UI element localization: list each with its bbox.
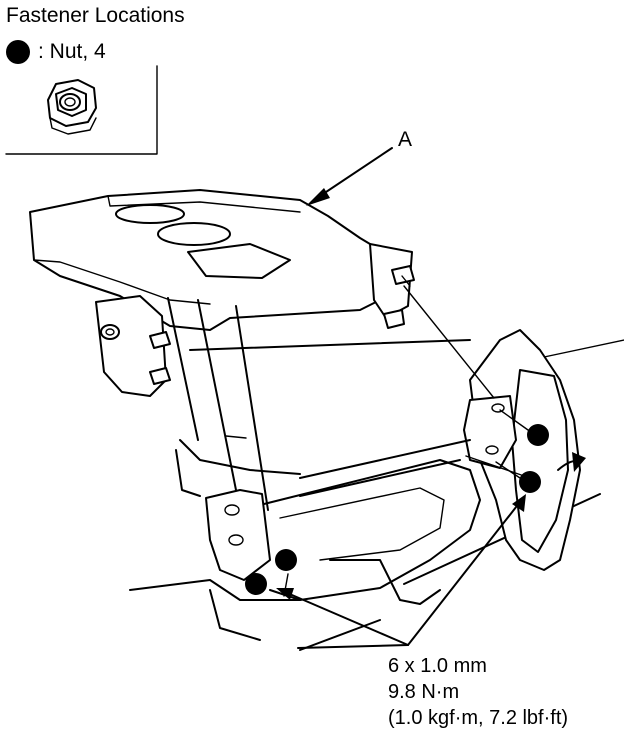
- nut-marker-1: [275, 549, 297, 571]
- callout-a-leader: [306, 147, 393, 206]
- nut-marker-3: [527, 424, 549, 446]
- black-dot-icon: [6, 40, 30, 64]
- flange-nut-icon: [47, 79, 97, 135]
- legend: : Nut, 4: [6, 38, 106, 66]
- alignment-leaders: [403, 285, 531, 479]
- console-left-bracket: [95, 295, 171, 397]
- spec-leader-lines: [276, 494, 526, 649]
- figure-title: Fastener Locations: [6, 4, 185, 27]
- legend-box: [5, 65, 158, 155]
- legend-text: : Nut, 4: [38, 40, 106, 63]
- right-side-panel: [299, 329, 581, 571]
- console-lower-base: [129, 459, 481, 641]
- console-frame: [167, 297, 471, 511]
- nut-marker-4: [519, 471, 541, 493]
- spec-torque-alt: (1.0 kgf·m, 7.2 lbf·ft): [388, 707, 569, 729]
- callout-label-a: A: [398, 128, 413, 151]
- spec-torque-nm: 9.8 N·m: [388, 681, 460, 703]
- nut-markers: [245, 409, 549, 597]
- nut-marker-2: [245, 573, 267, 595]
- curved-arrow-icon: [557, 452, 586, 472]
- console-upper-lid: [29, 189, 383, 331]
- spec-size: 6 x 1.0 mm: [388, 655, 487, 677]
- console-right-bracket: [369, 243, 415, 329]
